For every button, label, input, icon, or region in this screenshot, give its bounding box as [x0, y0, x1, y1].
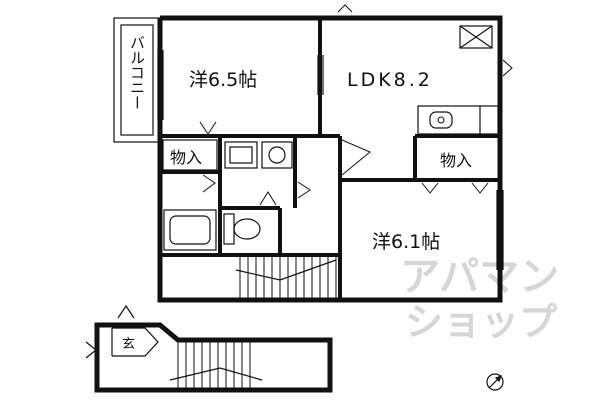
exterior-walls	[157, 15, 503, 303]
ground-stairs-icon	[169, 340, 263, 388]
balcony-label: バルコニー	[128, 35, 146, 110]
kitchen-counter	[417, 105, 499, 135]
western-room-1-label: 洋6.5帖	[189, 69, 257, 91]
watermark: アパマン ショップ	[400, 254, 559, 344]
refrigerator-space-icon	[459, 25, 493, 49]
watermark-line-1: アパマン	[400, 254, 559, 300]
watermark-line-2: ショップ	[405, 300, 557, 344]
storage-1-label: 物入	[170, 148, 202, 167]
sink-icon	[429, 111, 453, 129]
sink-drain-icon	[437, 116, 445, 124]
entrance-label: 玄	[122, 337, 135, 352]
entrance-inner	[85, 304, 159, 359]
door-swing-icon	[199, 4, 513, 206]
north-arrow-icon	[486, 373, 504, 391]
storage-closets	[162, 139, 218, 171]
toilet-icon	[223, 213, 261, 245]
window-marks	[157, 50, 504, 270]
washing-machine-space-icon	[261, 141, 293, 169]
entrance-floor	[94, 322, 333, 393]
bathtub-icon	[163, 209, 217, 251]
stairs-icon	[235, 255, 337, 298]
storage-2-label: 物入	[440, 151, 472, 170]
ldk-label: LDK8.2	[347, 69, 433, 91]
western-room-2-label: 洋6.1帖	[372, 231, 440, 253]
washbasin-icon	[224, 141, 258, 169]
interior-walls	[160, 18, 500, 300]
